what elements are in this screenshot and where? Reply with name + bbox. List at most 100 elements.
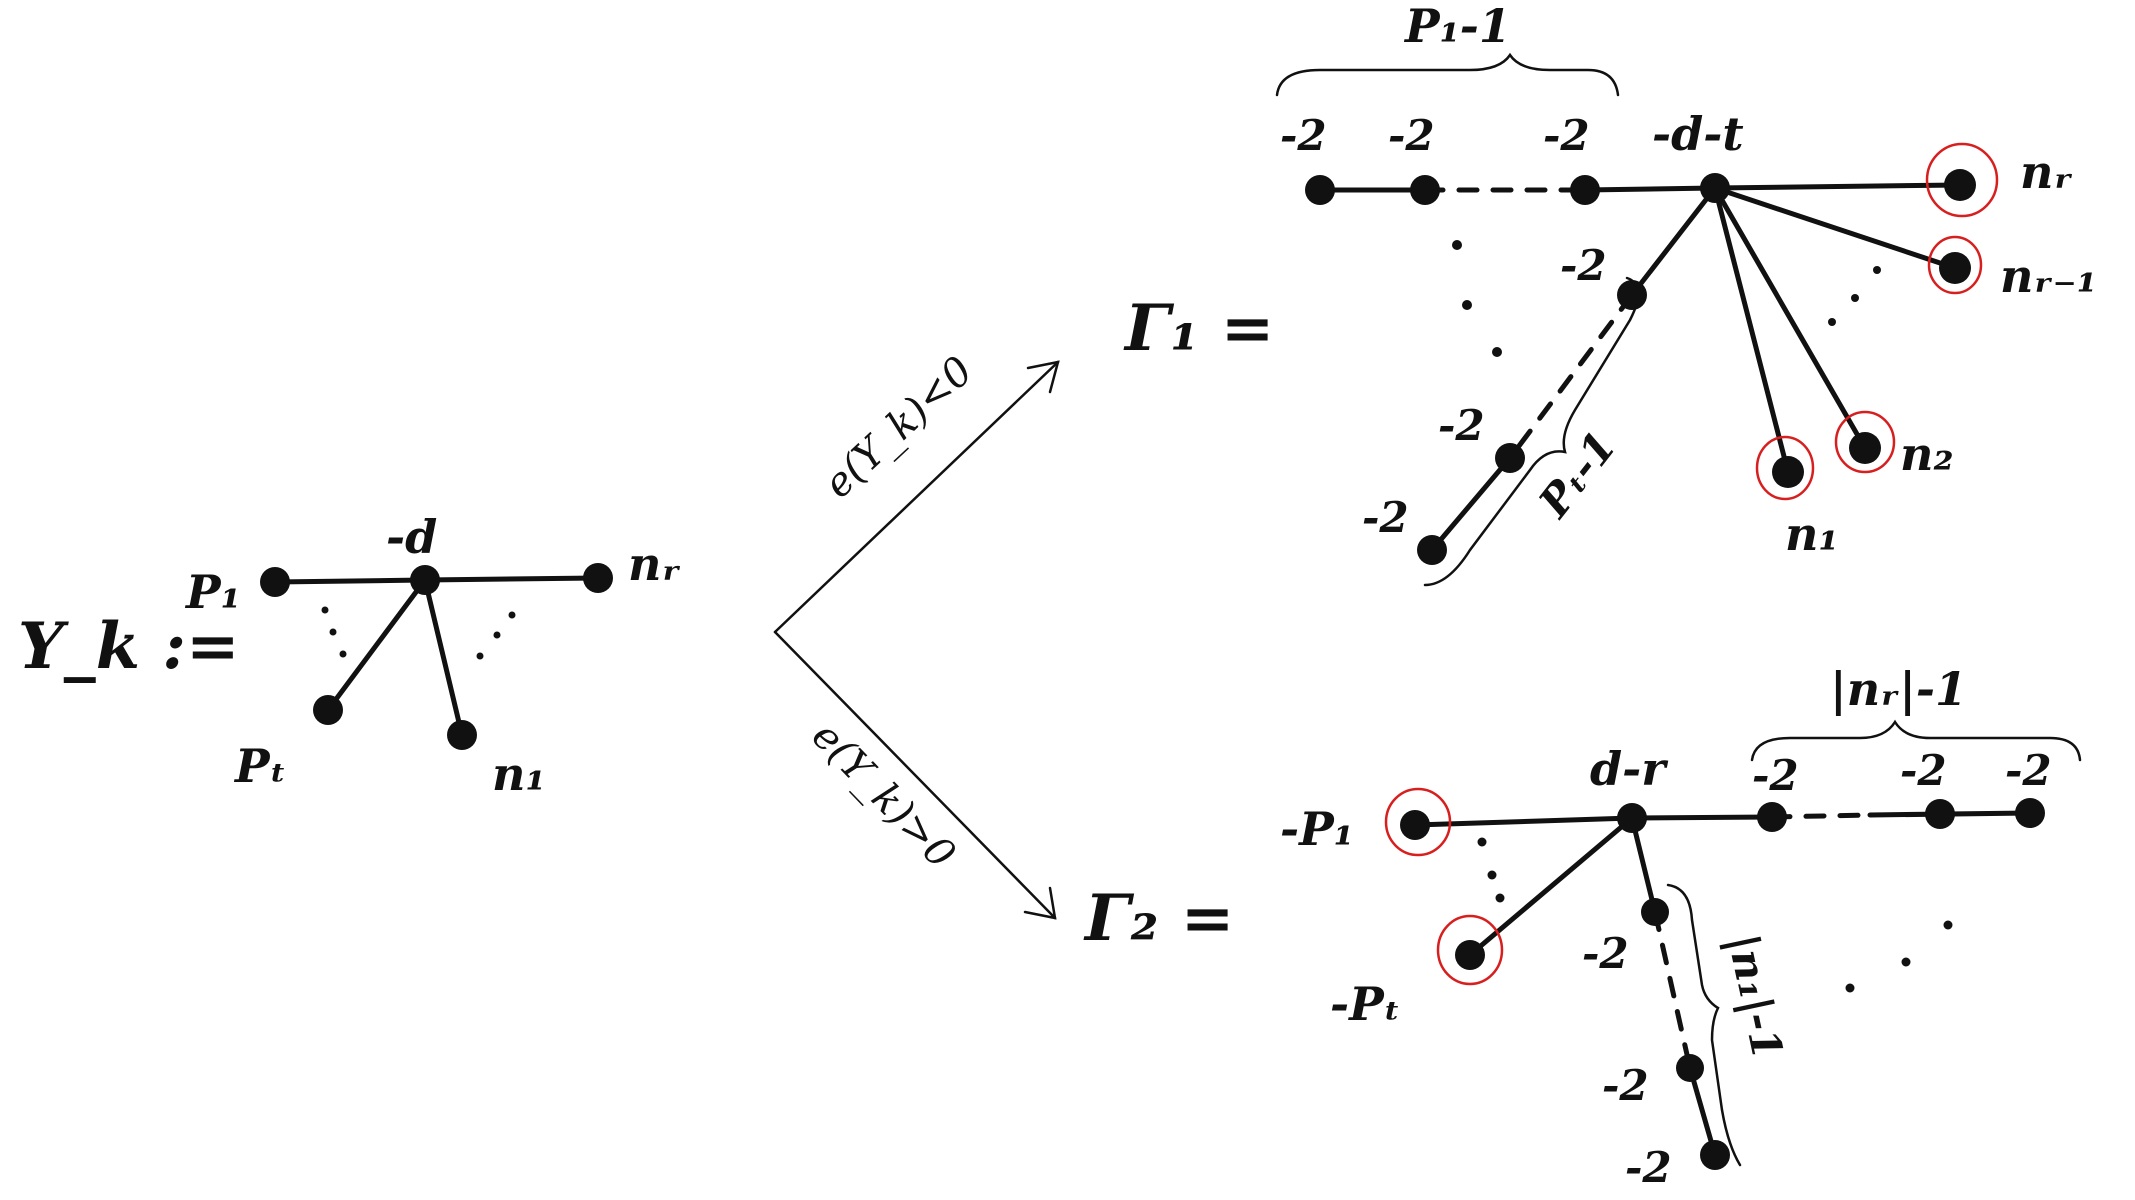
ring-nr1 xyxy=(1927,235,1983,295)
node-nr xyxy=(583,563,613,593)
upper-arrow-condition: e(Y_k)<0 xyxy=(815,348,981,507)
ring-nr xyxy=(1925,142,1999,218)
node-pt xyxy=(1455,940,1485,970)
arm-weight-label: -2 xyxy=(1438,401,1485,450)
ellipsis-dot xyxy=(321,606,329,614)
ring-n1 xyxy=(1755,435,1815,501)
leaf-label-pt: Pₜ xyxy=(233,739,287,793)
chain-node xyxy=(1410,175,1440,205)
arm-weight-label: -2 xyxy=(1625,1143,1672,1192)
edge-center-p1 xyxy=(1412,815,1635,828)
arm-edge xyxy=(1429,455,1513,553)
leaf-label-p1: P₁ xyxy=(184,565,241,619)
top-brace xyxy=(1750,719,2082,762)
center-weight-label: -d-t xyxy=(1652,107,1744,161)
top-brace-label: |nᵣ|-1 xyxy=(1830,662,1967,716)
chain-weight-label: -2 xyxy=(1900,746,1947,795)
chain-weight-label: -2 xyxy=(1280,111,1327,160)
upper-arrow-head xyxy=(1026,360,1060,394)
chain-edge xyxy=(1582,185,1718,193)
ellipsis-dot xyxy=(1873,266,1881,274)
gamma1-name: Γ₁ = xyxy=(1123,291,1274,366)
ellipsis-dot xyxy=(476,652,484,660)
lower-arrow-shaft xyxy=(773,630,1057,920)
arrows: e(Y_k)<0 e(Y_k)>0 xyxy=(773,348,1060,920)
center-node xyxy=(410,565,440,595)
node-p1 xyxy=(260,567,290,597)
arm-dashed-edge xyxy=(1507,292,1635,461)
arm-node xyxy=(1417,535,1447,565)
chain-node xyxy=(1757,802,1787,832)
lower-arrow-condition: e(Y_k)>0 xyxy=(803,713,964,878)
node-p1 xyxy=(1400,810,1430,840)
ellipsis-dot xyxy=(1492,347,1502,357)
leaf-label-n2: n₂ xyxy=(1900,427,1954,481)
ellipsis-dot xyxy=(493,631,501,639)
arm-weight-label: -2 xyxy=(1602,1061,1649,1110)
node-nr xyxy=(1944,169,1976,201)
arm-node xyxy=(1700,1140,1730,1170)
ring-p1 xyxy=(1384,787,1452,857)
leaf-label-n1: n₁ xyxy=(1785,507,1839,561)
leaf-label-n1: n₁ xyxy=(492,747,546,801)
edge-center-p1 xyxy=(272,577,428,585)
chain-edge xyxy=(1629,814,1775,821)
node-n1 xyxy=(1772,456,1804,488)
ellipsis-dot xyxy=(1495,893,1505,903)
chain-weight-label: -2 xyxy=(1752,751,1799,800)
node-n1 xyxy=(447,720,477,750)
arm-node xyxy=(1495,443,1525,473)
top-brace xyxy=(1275,52,1620,97)
chain-node xyxy=(2015,798,2045,828)
arm-weight-label: -2 xyxy=(1362,493,1409,542)
edge-center-arm xyxy=(1629,185,1718,298)
ellipsis-dot xyxy=(1477,837,1487,847)
edge-center-n1 xyxy=(422,577,465,738)
left-graph-name: Y_k := xyxy=(18,609,240,684)
ellipsis-dot xyxy=(508,611,516,619)
chain-weight-label: -2 xyxy=(1388,111,1435,160)
chain-weight-label: -2 xyxy=(2005,746,2052,795)
chain-node xyxy=(1305,175,1335,205)
leaf-label-pt: -Pₜ xyxy=(1330,977,1401,1031)
edge-center-pt xyxy=(325,577,428,713)
leaf-label-nr: nᵣ xyxy=(2020,145,2072,199)
gamma2-graph: Γ₂ = |nᵣ|-1 d-r xyxy=(1083,662,2082,1192)
arm-node xyxy=(1676,1054,1704,1082)
chain-weight-label: -2 xyxy=(1543,111,1590,160)
center-weight-label: d-r xyxy=(1590,742,1669,796)
arm-dashed-edge xyxy=(1652,909,1693,1071)
ring-pt xyxy=(1436,914,1504,986)
node-nr1 xyxy=(1939,252,1971,284)
chain-node xyxy=(1925,799,1955,829)
arm-node xyxy=(1641,898,1669,926)
ellipsis-dot xyxy=(1828,318,1836,326)
edge-center-n1 xyxy=(1712,185,1791,475)
center-node xyxy=(1700,173,1730,203)
top-brace-label: P₁-1 xyxy=(1403,0,1511,53)
leaf-label-nr: nᵣ xyxy=(628,537,680,591)
gamma1-graph: Γ₁ = P₁-1 xyxy=(1123,0,2097,587)
edge-center-nr xyxy=(1712,182,1963,191)
ellipsis-dot xyxy=(1845,983,1855,993)
ellipsis-dot xyxy=(1901,957,1911,967)
ellipsis-dot xyxy=(1452,240,1462,250)
arm-edge xyxy=(1687,1065,1718,1158)
upper-arrow-shaft xyxy=(773,360,1060,634)
ellipsis-dot xyxy=(1462,300,1472,310)
edge-center-nr xyxy=(422,575,601,583)
side-brace xyxy=(1423,276,1640,587)
arm-node xyxy=(1617,280,1647,310)
left-graph: Y_k := -d P₁ Pₜ nᵣ n₁ xyxy=(18,510,680,801)
edge-center-arm xyxy=(1629,815,1658,915)
node-pt xyxy=(313,695,343,725)
arm-weight-label: -2 xyxy=(1560,241,1607,290)
node-n2 xyxy=(1849,432,1881,464)
lower-arrow-head xyxy=(1023,886,1057,920)
ellipsis-dot xyxy=(1943,920,1953,930)
ellipsis-dot xyxy=(1487,870,1497,880)
arm-weight-label: -2 xyxy=(1582,929,1629,978)
gamma2-name: Γ₂ = xyxy=(1083,881,1234,956)
edge-center-nr1 xyxy=(1712,185,1958,271)
